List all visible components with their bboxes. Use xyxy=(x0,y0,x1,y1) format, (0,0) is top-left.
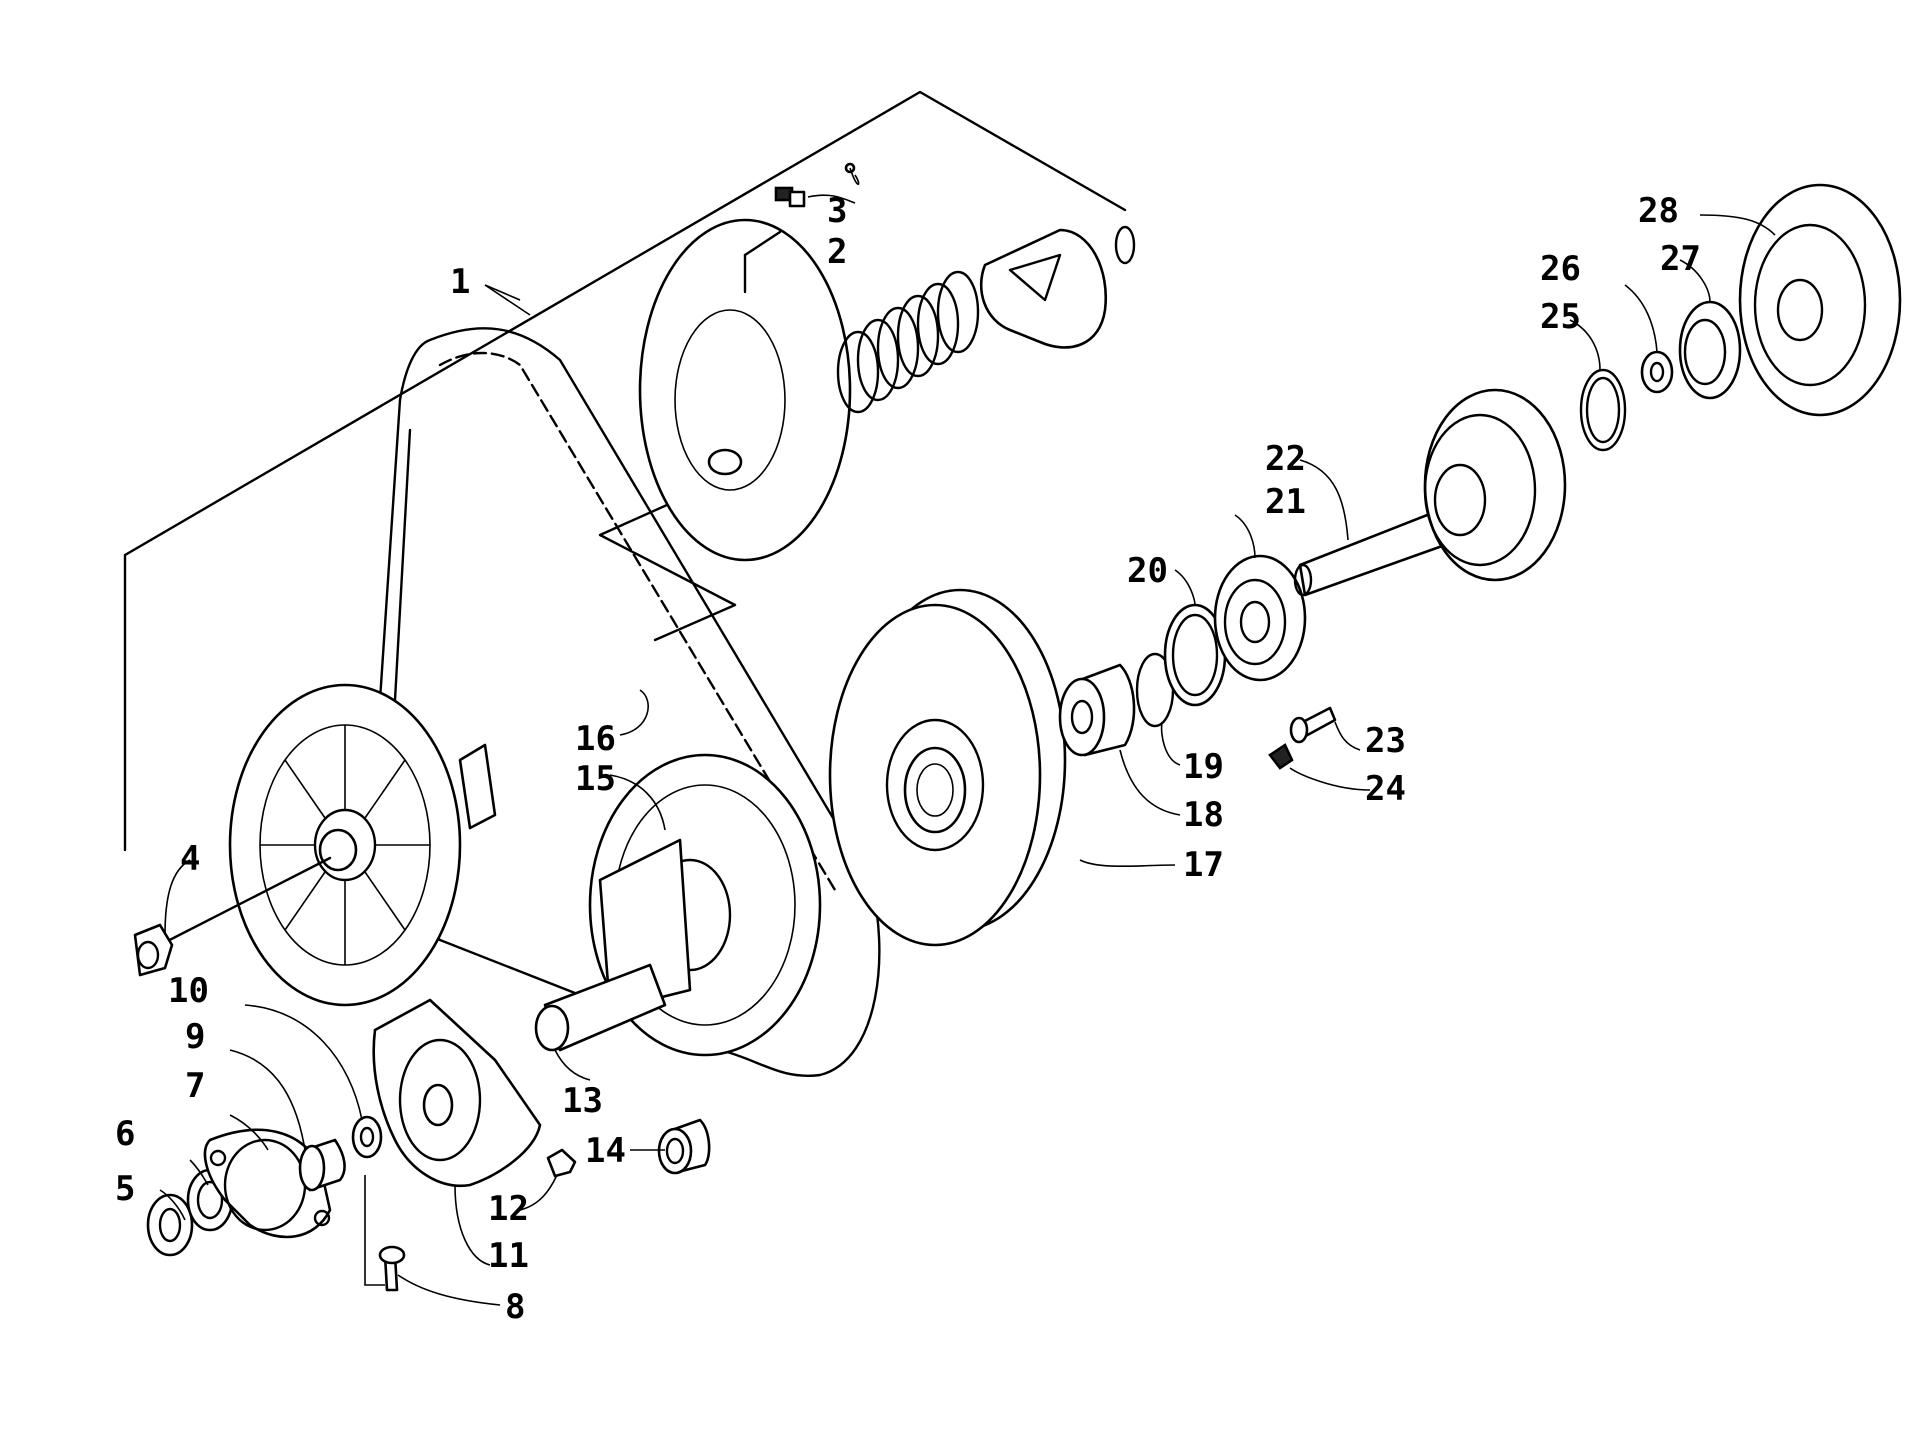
shaft xyxy=(534,963,667,1052)
callout-8: 8 xyxy=(505,1287,525,1327)
callout-21: 21 xyxy=(1265,482,1306,522)
bearing-small xyxy=(146,1193,194,1257)
needle-bushing xyxy=(657,1118,711,1175)
screw xyxy=(364,1175,406,1292)
callout-7: 7 xyxy=(185,1066,205,1106)
driven-pulley xyxy=(828,588,1067,947)
callout-10: 10 xyxy=(168,971,209,1011)
nut xyxy=(133,923,174,977)
callout-3: 3 xyxy=(827,191,847,231)
washer xyxy=(1268,743,1294,770)
callout-12: 12 xyxy=(488,1189,529,1229)
spring xyxy=(836,270,980,414)
clutch-housing xyxy=(1738,183,1902,417)
callout-22: 22 xyxy=(1265,439,1306,479)
callout-15: 15 xyxy=(575,759,616,799)
bearing xyxy=(1213,554,1307,682)
slider-button xyxy=(774,186,806,208)
callout-11: 11 xyxy=(488,1236,529,1276)
callout-24: 24 xyxy=(1365,769,1406,809)
bushing xyxy=(1058,663,1136,757)
spacer xyxy=(1640,350,1674,394)
cam xyxy=(979,228,1108,349)
callout-4: 4 xyxy=(180,839,200,879)
callout-20: 20 xyxy=(1127,551,1168,591)
callout-6: 6 xyxy=(115,1114,135,1154)
callout-26: 26 xyxy=(1540,249,1581,289)
callout-18: 18 xyxy=(1183,795,1224,835)
leader-lines xyxy=(159,167,1776,1306)
callout-9: 9 xyxy=(185,1017,205,1057)
callout-23: 23 xyxy=(1365,721,1406,761)
output-shaft xyxy=(1293,388,1567,597)
callout-17: 17 xyxy=(1183,845,1224,885)
snap-ring xyxy=(1114,225,1136,265)
collar xyxy=(298,1138,346,1192)
callout-2: 2 xyxy=(827,232,847,272)
callout-28: 28 xyxy=(1638,191,1679,231)
callout-27: 27 xyxy=(1660,239,1701,279)
ring xyxy=(1579,368,1627,452)
callout-16: 16 xyxy=(575,719,616,759)
callout-14: 14 xyxy=(585,1131,626,1171)
callout-19: 19 xyxy=(1183,747,1224,787)
callout-1: 1 xyxy=(450,262,470,302)
driven-sheave-face xyxy=(638,218,852,562)
callout-5: 5 xyxy=(115,1169,135,1209)
flat-washer xyxy=(351,1115,383,1159)
callout-labels: 1 2 3 4 5 6 7 8 9 10 11 12 13 14 15 16 1… xyxy=(115,191,1701,1327)
one-way-bearing xyxy=(1678,300,1742,400)
slider xyxy=(546,1148,577,1178)
bolt xyxy=(1289,706,1337,744)
movable-face xyxy=(372,998,542,1188)
callout-13: 13 xyxy=(562,1081,603,1121)
callout-25: 25 xyxy=(1540,297,1581,337)
drive-sheave xyxy=(148,683,497,1007)
